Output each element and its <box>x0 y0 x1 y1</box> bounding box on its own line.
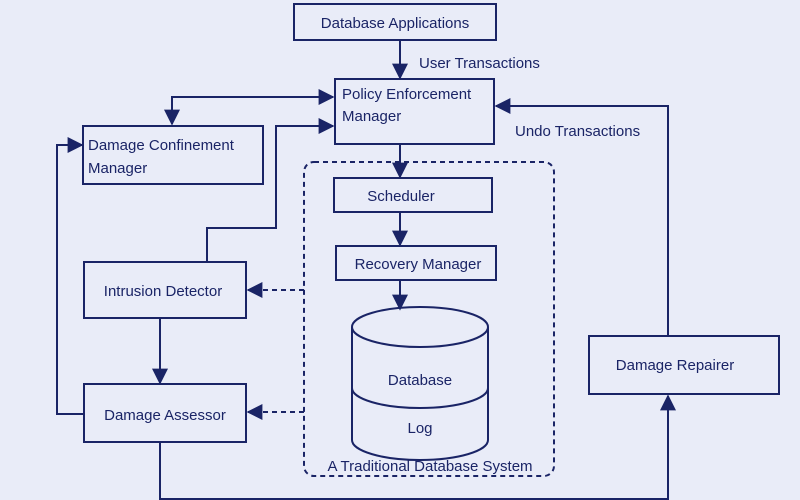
policy-enforcement-manager-label-line1: Policy Enforcement <box>342 86 472 103</box>
policy-enforcement-manager-box <box>334 78 495 145</box>
damage-confinement-manager-label-line1: Damage Confinement <box>88 137 235 154</box>
database-cylinder <box>351 306 489 461</box>
repairer-to-policy-arrow <box>494 98 669 336</box>
intrusion-detector-box <box>83 261 247 319</box>
traditional-database-system-label: A Traditional Database System <box>327 458 532 475</box>
scheduler-label: Scheduler <box>367 188 435 205</box>
damage-confinement-manager-label-line2: Manager <box>88 160 147 177</box>
database-applications-label: Database Applications <box>321 15 469 32</box>
recovery-manager-box <box>335 245 497 281</box>
policy-confinement-bidirectional-arrow <box>164 89 335 126</box>
scheduler-box <box>333 177 493 213</box>
detector-to-policy-arrow <box>206 118 335 262</box>
database-label: Database <box>388 372 452 389</box>
undo-transactions-label: Undo Transactions <box>515 123 640 140</box>
user-transactions-label: User Transactions <box>419 55 540 72</box>
traditional-database-system-boundary <box>303 161 555 477</box>
recovery-manager-label: Recovery Manager <box>355 256 482 273</box>
assessor-to-repairer-arrow <box>159 396 668 500</box>
log-label: Log <box>407 420 432 437</box>
damage-confinement-manager-box <box>82 125 264 185</box>
intrusion-detector-label: Intrusion Detector <box>104 283 222 300</box>
database-applications-box <box>293 3 497 41</box>
assessor-to-confinement-arrow <box>56 137 84 415</box>
policy-enforcement-manager-label-line2: Manager <box>342 108 401 125</box>
damage-assessor-label: Damage Assessor <box>104 407 226 424</box>
damage-repairer-label: Damage Repairer <box>616 357 734 374</box>
